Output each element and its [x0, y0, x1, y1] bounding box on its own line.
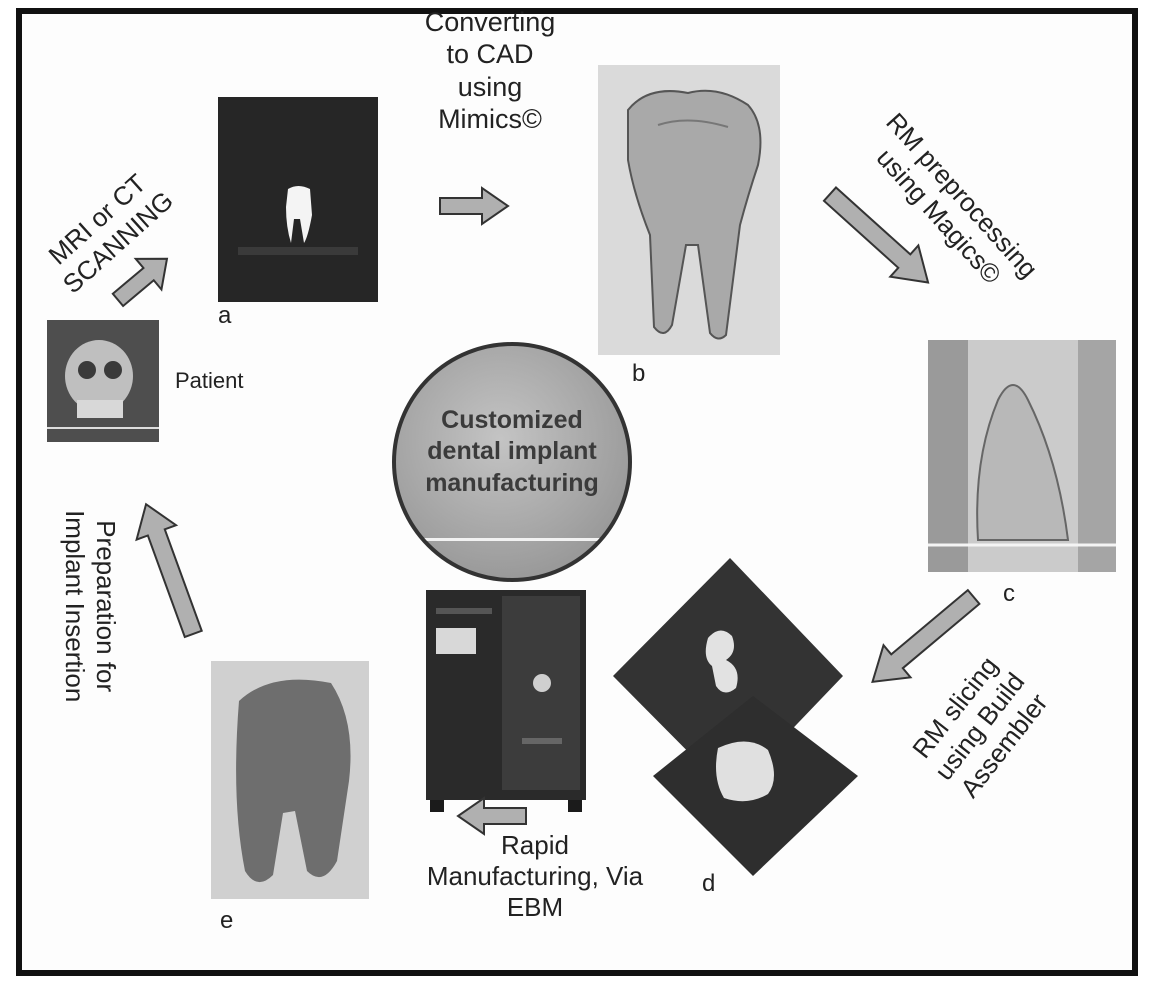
label-a: a: [218, 302, 231, 330]
arrow-rm-preprocessing-icon: [812, 176, 952, 306]
arrow-rapid-icon: [454, 796, 528, 836]
arrow-scan-icon: [104, 248, 184, 308]
cad-tooth-image: [598, 65, 780, 355]
arrow-slicing-icon: [850, 582, 990, 702]
arrow-prep-icon: [120, 490, 220, 650]
label-c: c: [1003, 580, 1015, 608]
center-divider: [396, 538, 628, 541]
center-circle: Customized dental implant manufacturing: [392, 342, 632, 582]
patient-image: [47, 320, 159, 442]
ebm-machine-image: [422, 588, 590, 813]
label-d: d: [702, 870, 715, 898]
ct-scan-image: [218, 97, 378, 302]
center-title: Customized dental implant manufacturing: [425, 405, 599, 499]
patient-label: Patient: [175, 368, 244, 394]
preprocessed-image: [928, 340, 1116, 572]
final-implant-image: [211, 661, 369, 899]
label-b: b: [632, 360, 645, 388]
label-e: e: [220, 907, 233, 935]
step-cad-label: Converting to CAD using Mimics©: [395, 6, 585, 136]
step-rapid-label: Rapid Manufacturing, Via EBM: [380, 830, 690, 924]
step-prep-label: Preparation for Implant Insertion: [59, 476, 121, 736]
arrow-cad-icon: [438, 186, 510, 226]
